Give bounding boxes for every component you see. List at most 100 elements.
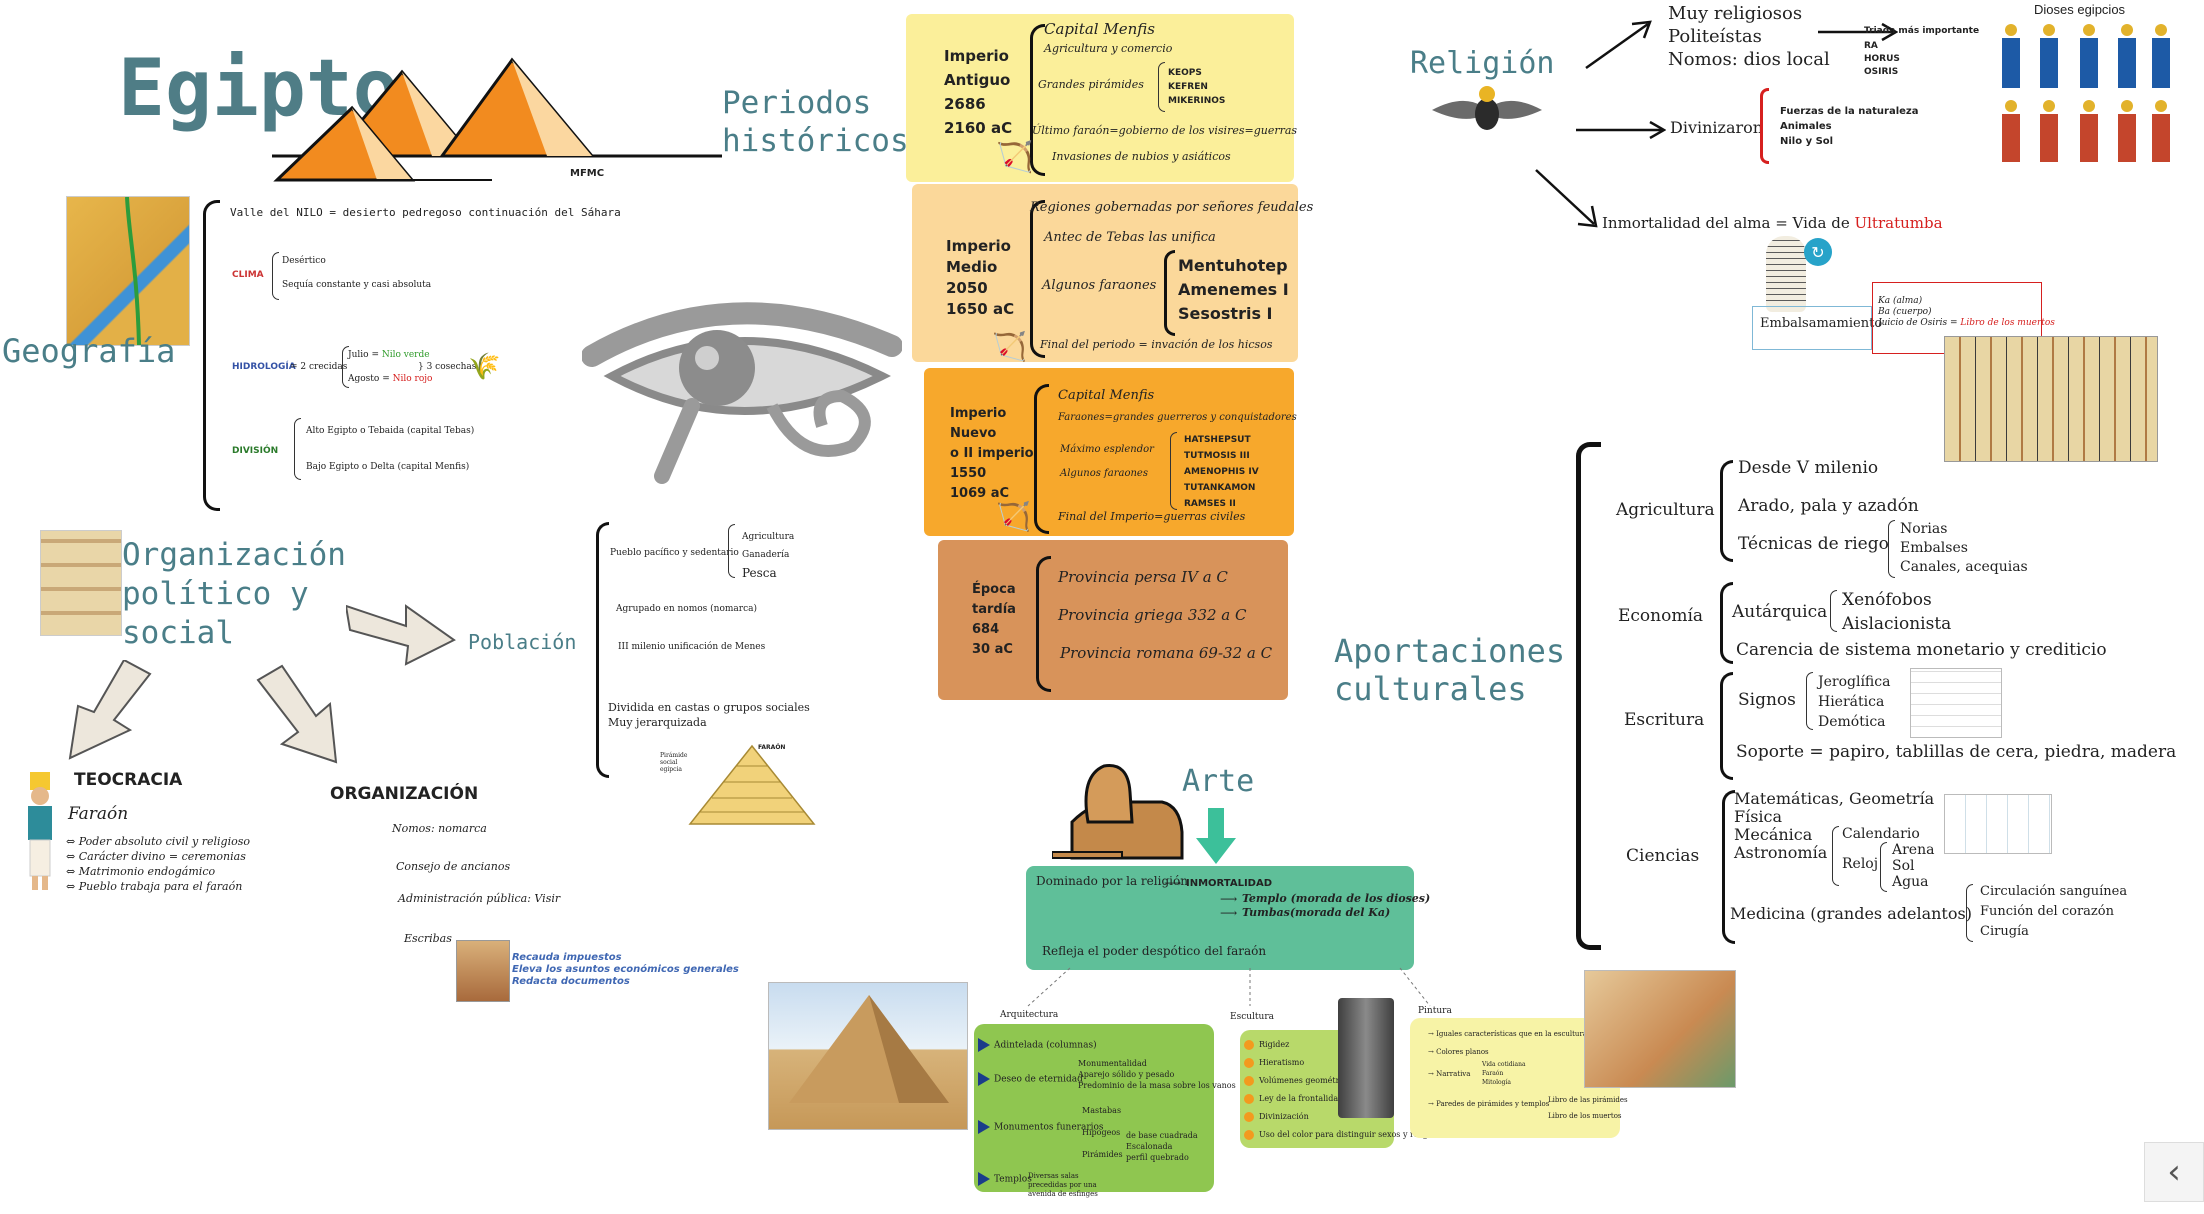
division-item-2: Bajo Egipto o Delta (capital Menfis): [306, 462, 470, 472]
org-item-2: Consejo de ancianos: [396, 860, 511, 873]
org-item-3: Administración pública: Visir: [398, 892, 561, 905]
nuevo-item-1: Capital Menfis: [1058, 388, 1155, 403]
pintura-label: Pintura: [1418, 1006, 1452, 1016]
agricultura-brace: [1720, 460, 1733, 562]
social-pyramid-image: [688, 744, 816, 825]
antiguo-item-5: Invasiones de nubios y asiáticos: [1052, 150, 1231, 163]
arq-adintelada: Adintelada (columnas): [978, 1038, 1097, 1052]
period-nuevo-brace: [1034, 384, 1049, 534]
mummy-icon: [1766, 236, 1806, 312]
arrow-icon: [68, 660, 152, 760]
tardia-item-1: Provincia persa IV a C: [1058, 568, 1228, 586]
hidro-crecidas: = 2 crecidas: [290, 362, 348, 372]
agricultura-label: Agricultura: [1616, 500, 1715, 520]
pintura-planos: → Colores planos: [1428, 1048, 1489, 1056]
arte-inmortalidad: INMORTALIDAD: [1186, 878, 1273, 889]
arrow-icon: [1535, 169, 1598, 228]
hidro-julio: Julio = Nilo verde: [348, 350, 430, 360]
farmer-icon: 🌾: [468, 352, 501, 382]
antiguo-item-3: Grandes pirámides: [1038, 78, 1144, 91]
poblacion-agrupado: Agrupado en nomos (nomarca): [616, 604, 758, 614]
arrow-icon: [256, 664, 338, 764]
clima-label: CLIMA: [232, 270, 264, 280]
escritura-brace: [1720, 672, 1733, 780]
painting-image: [1584, 970, 1736, 1088]
autarquica-label: Autárquica: [1732, 602, 1828, 622]
arrow-icon: [1585, 20, 1652, 70]
poblacion-pueblo: Pueblo pacífico y sedentario: [610, 548, 739, 558]
social-pyramid-caption: Pirámide social egipcia: [660, 752, 688, 773]
medicina-label: Medicina (grandes adelantos): [1730, 904, 1972, 923]
reloj-brace: [1880, 842, 1887, 892]
numerals-table-image: [1944, 794, 2052, 854]
arq-deseo: Deseo de eternidad: [978, 1072, 1083, 1086]
signos-brace: [1806, 672, 1813, 730]
division-brace: [294, 418, 301, 480]
warrior-icon: 🏹: [996, 140, 1034, 175]
period-medio-brace: [1030, 200, 1045, 358]
arte-tumbas: Tumbas(morada del Ka): [1242, 906, 1391, 919]
escritura-soporte: Soporte = papiro, tablillas de cera, pie…: [1736, 742, 2177, 762]
signos-label: Signos: [1738, 690, 1796, 710]
arq-monumentos: Monumentos funerarios: [978, 1120, 1104, 1134]
divinizaron-brace: [1760, 88, 1769, 164]
eye-of-horus-icon: [582, 302, 902, 484]
arte-arrow: ⟶: [1164, 876, 1182, 890]
economia-brace: [1720, 582, 1733, 664]
escultura-items: Rigidez Hieratismo Volúmenes geométricos…: [1244, 1036, 1437, 1144]
alma-items: Ka (alma)Ba (cuerpo) Juicio de Osiris = …: [1878, 296, 2055, 328]
pueblo-brace: [728, 524, 735, 578]
hidro-brace: [342, 346, 349, 388]
hidrologia-label: HIDROLOGÍA: [232, 362, 296, 372]
escritura-label: Escritura: [1624, 710, 1705, 730]
social-pyramid-top: FARAÓN: [758, 744, 786, 751]
period-antiguo-brace: [1030, 24, 1045, 176]
chevron-left-icon[interactable]: ‹: [2144, 1142, 2204, 1202]
org-item-1: Nomos: nomarca: [392, 822, 487, 835]
antiguo-item-1: Capital Menfis: [1044, 20, 1155, 38]
sphinx-icon: [1052, 764, 1184, 860]
antiguo-pharaoh-brace: [1158, 62, 1165, 112]
arquitectura-label: Arquitectura: [1000, 1010, 1059, 1020]
dioses-label: Dioses egipcios: [2034, 2, 2126, 17]
hidro-cosechas: } 3 cosechas: [418, 362, 477, 372]
antiguo-item-2: Agricultura y comercio: [1044, 42, 1173, 55]
economia-label: Economía: [1618, 606, 1704, 626]
medicina-brace: [1966, 884, 1973, 942]
egypt-map-image: [66, 196, 190, 346]
division-label: DIVISIÓN: [232, 446, 279, 456]
escultura-label: Escultura: [1230, 1012, 1274, 1022]
org-item-4: Escribas: [404, 932, 452, 945]
egyptian-painting-image: [40, 530, 122, 636]
nuevo-item-5: Final del Imperio=guerras civiles: [1058, 510, 1246, 523]
aportaciones-brace: [1576, 442, 1601, 950]
geografia-title: Geografía: [2, 332, 176, 370]
warrior-icon: 🏹: [992, 330, 1027, 363]
clima-item-1: Desértico: [282, 256, 326, 266]
nuevo-pharaoh-brace: [1170, 432, 1177, 510]
scarab-icon: [1432, 86, 1542, 130]
ciencias-brace: [1722, 790, 1735, 944]
geografia-intro: Valle del NILO = desierto pedregoso cont…: [230, 206, 621, 219]
calendario-label: Calendario: [1842, 826, 1920, 842]
great-pyramid-image: [768, 982, 968, 1130]
period-antiguo-card: [906, 14, 1294, 182]
arte-arrow: ⟶: [1220, 892, 1238, 906]
embalsamamiento-label: Embalsamamiento: [1760, 316, 1883, 331]
organizacion-label: ORGANIZACIÓN: [330, 784, 479, 804]
book-of-dead-image: [1944, 336, 2158, 462]
medio-item-2: Antec de Tebas las unifica: [1044, 230, 1216, 245]
teocracia-label: TEOCRACIA: [74, 770, 183, 790]
poblacion-brace: [596, 522, 609, 778]
